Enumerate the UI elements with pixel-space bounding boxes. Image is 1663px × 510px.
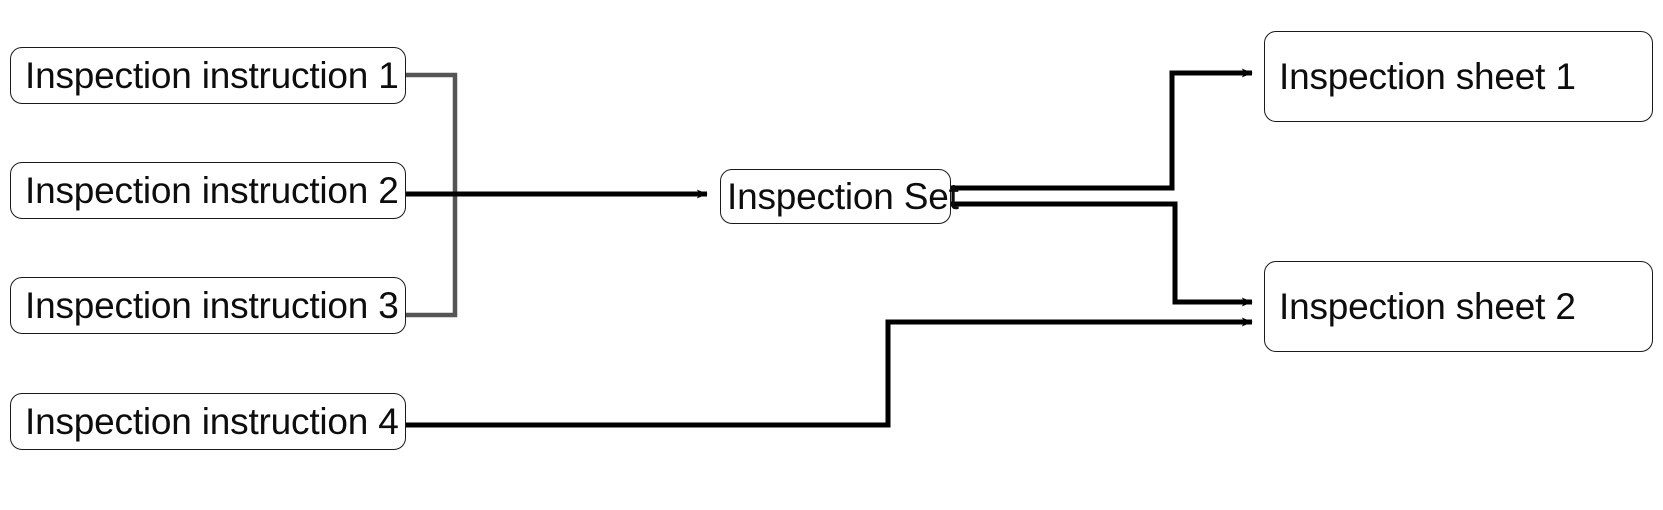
node-label: Inspection instruction 1 [25,55,399,96]
node-label: Inspection instruction 3 [25,285,399,326]
node-inspection-instruction-4[interactable]: Inspection instruction 4 [10,393,406,450]
node-inspection-instruction-1[interactable]: Inspection instruction 1 [10,47,406,104]
edge-set-to-sheet-1 [951,68,1253,191]
edge-instruction-4-to-sheet-2 [406,317,1253,428]
edge-instruction-3-to-set [406,194,458,318]
node-label: Inspection Set [727,176,959,217]
node-label: Inspection sheet 1 [1279,56,1576,97]
node-label: Inspection sheet 2 [1279,286,1576,327]
node-inspection-instruction-2[interactable]: Inspection instruction 2 [10,162,406,219]
node-inspection-sheet-1[interactable]: Inspection sheet 1 [1264,31,1653,122]
node-label: Inspection instruction 4 [25,401,399,442]
node-inspection-sheet-2[interactable]: Inspection sheet 2 [1264,261,1653,352]
node-inspection-instruction-3[interactable]: Inspection instruction 3 [10,277,406,334]
node-inspection-set[interactable]: Inspection Set [720,169,959,224]
edge-set-to-sheet-2 [951,201,1253,307]
node-label: Inspection instruction 2 [25,170,399,211]
edge-instruction-1-to-set [406,72,458,194]
